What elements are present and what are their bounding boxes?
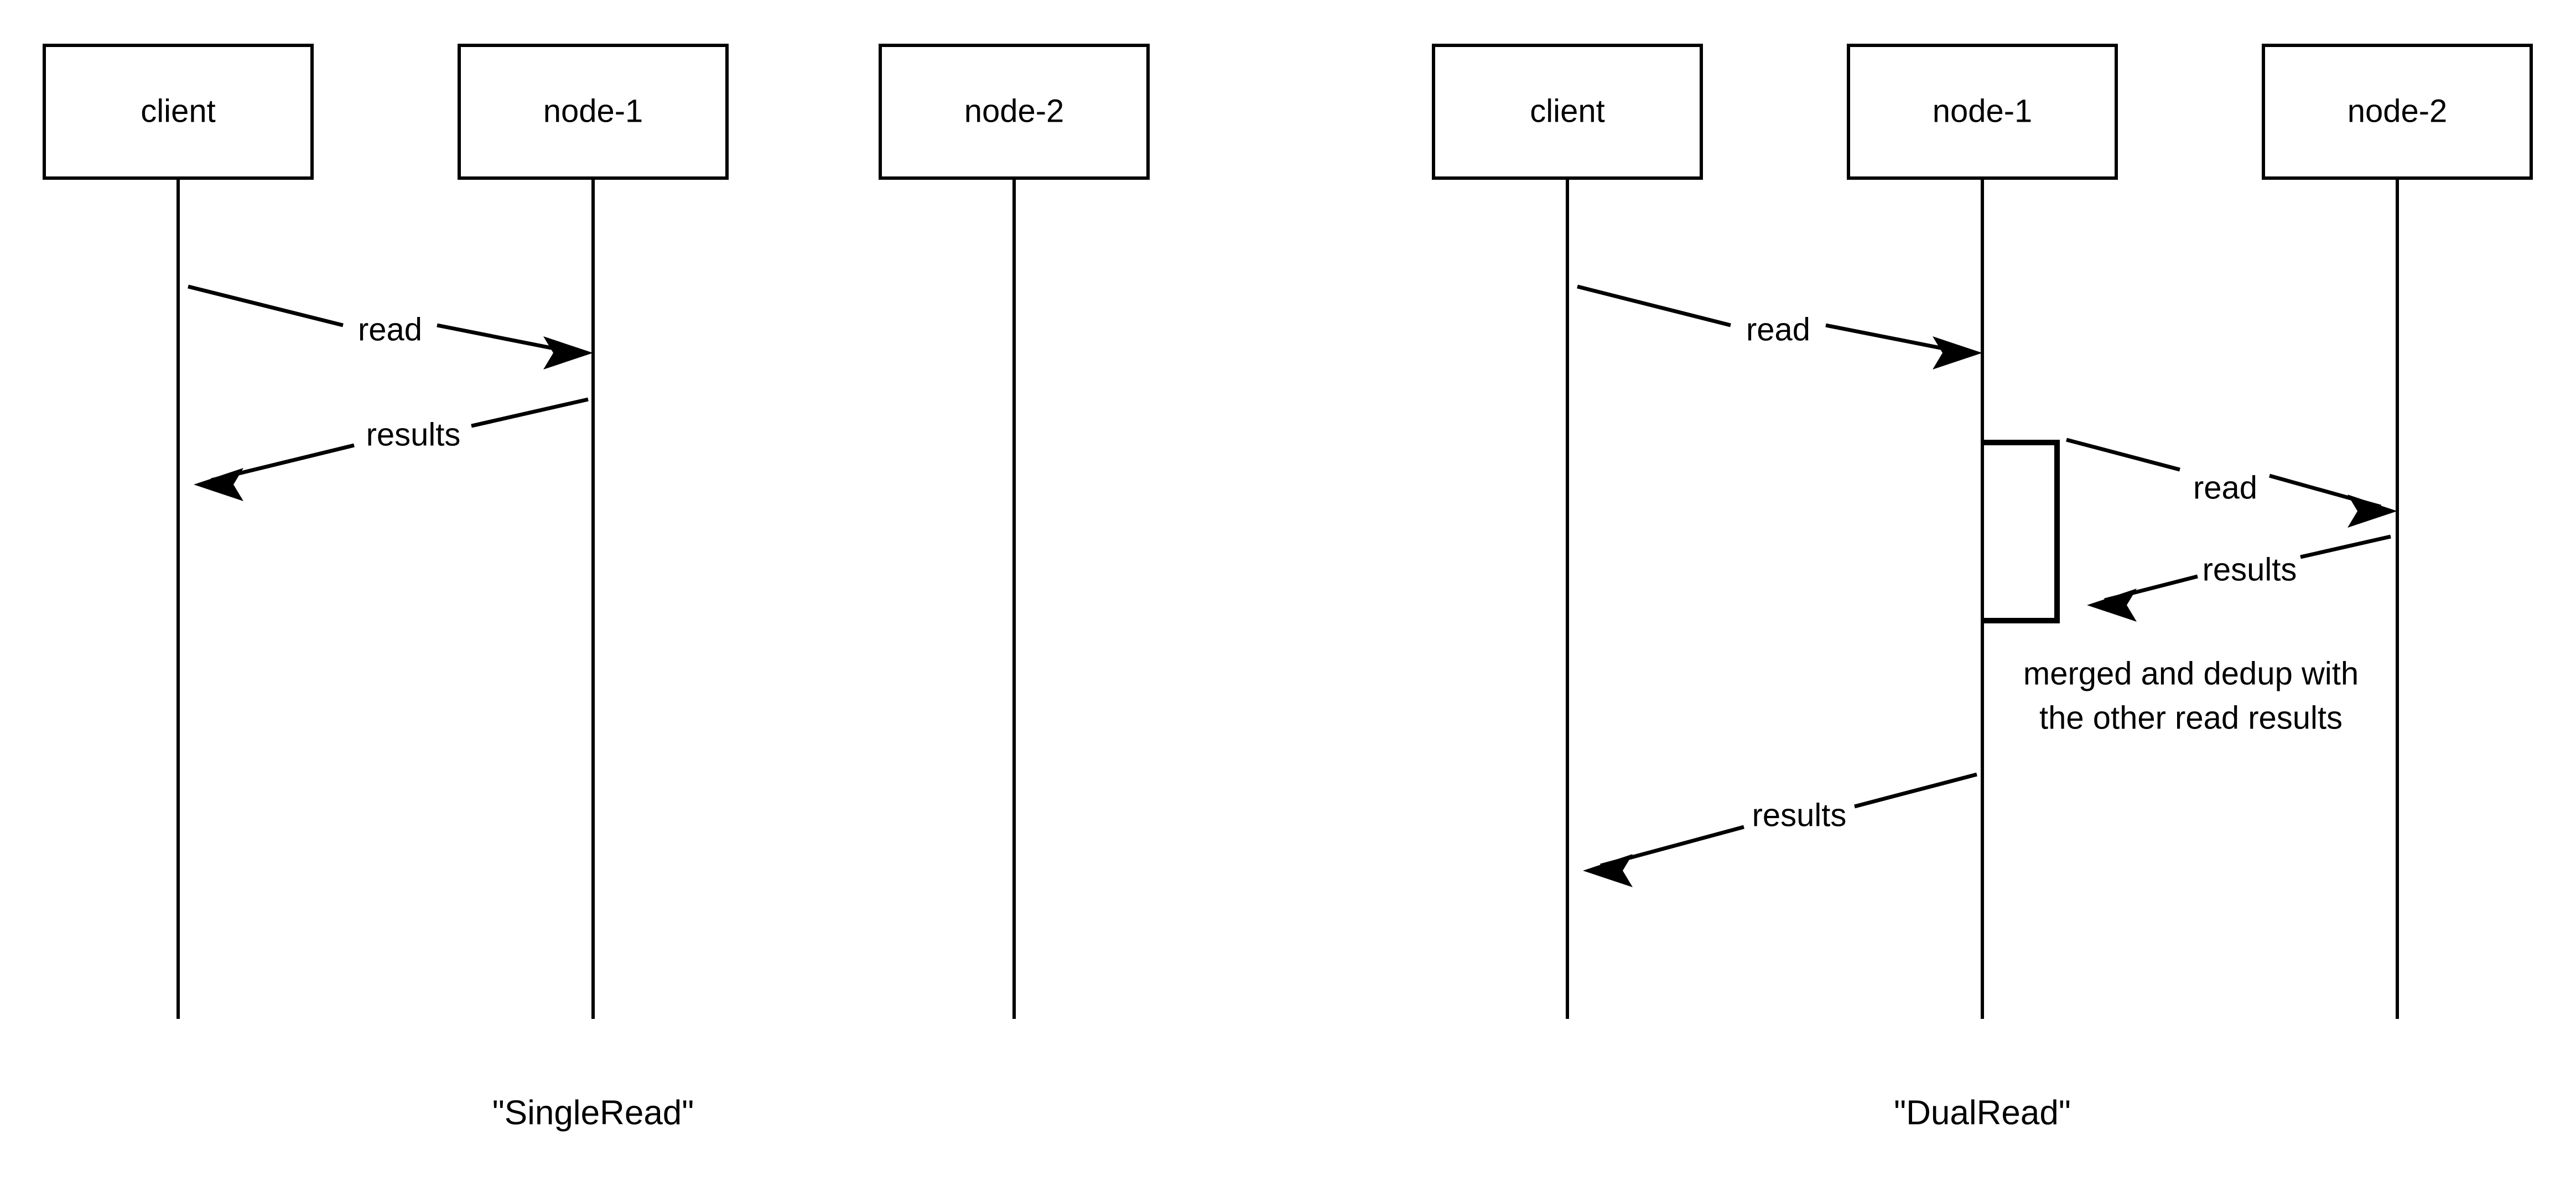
message-label-results: results (366, 417, 461, 452)
participant-box-node-2[interactable] (2262, 44, 2533, 180)
message-line-segment-right (1854, 772, 1977, 809)
note-line-1: merged and dedup with (2023, 655, 2359, 691)
arrow-head-icon (1933, 336, 1982, 369)
arrow-head-icon (1583, 854, 1633, 887)
arrow-head-icon (194, 468, 243, 501)
participant-label-node-2: node-2 (964, 93, 1064, 129)
message-line-segment-left (2066, 438, 2180, 472)
message-label-read: read (358, 311, 422, 347)
participant-label-node-1: node-1 (543, 93, 643, 129)
arrow-head-icon (2348, 495, 2397, 528)
participant-label-client: client (1530, 93, 1604, 129)
participant-box-node-2[interactable] (879, 44, 1150, 180)
note-merged-and-dedup: merged and dedup with the other read res… (2023, 655, 2359, 736)
note-line-2: the other read results (2039, 700, 2343, 736)
message-label-results: results (2203, 551, 2297, 587)
panel-caption-single-read: "SingleRead" (492, 1094, 694, 1132)
panel-single-read: client node-1 node-2 read results "Singl… (43, 44, 1150, 1132)
participant-box-node-1[interactable] (1847, 44, 2118, 180)
message-results-node-1-to-client[interactable]: results (194, 397, 589, 501)
participant-box-node-1[interactable] (458, 44, 729, 180)
participant-label-client: client (141, 93, 215, 129)
message-line-segment-right (2300, 534, 2391, 559)
message-read-client-to-node-1[interactable]: read (1577, 284, 1982, 369)
message-line-segment-left (1577, 284, 1731, 327)
activation-bracket-node-1 (1982, 440, 2060, 623)
arrow-head-icon (2087, 589, 2137, 622)
message-read-client-to-node-1[interactable]: read (188, 284, 593, 369)
message-label-read: read (1746, 311, 1810, 347)
arrow-head-icon (543, 336, 593, 369)
message-line-segment-right (471, 397, 589, 428)
panel-dual-read: client node-1 node-2 read read (1432, 44, 2533, 1132)
participant-label-node-1: node-1 (1933, 93, 2033, 129)
message-label-results: results (1752, 797, 1847, 833)
message-read-node-1-to-node-2[interactable]: read (2066, 438, 2397, 528)
panel-caption-dual-read: "DualRead" (1894, 1094, 2071, 1132)
participant-box-client[interactable] (43, 44, 314, 180)
message-label-read: read (2193, 470, 2257, 506)
participant-box-client[interactable] (1432, 44, 1703, 180)
message-results-node-1-to-client[interactable]: results (1583, 772, 1977, 887)
participant-label-node-2: node-2 (2348, 93, 2448, 129)
message-line-segment-left (188, 284, 344, 327)
message-results-node-2-to-node-1[interactable]: results (2087, 534, 2391, 622)
